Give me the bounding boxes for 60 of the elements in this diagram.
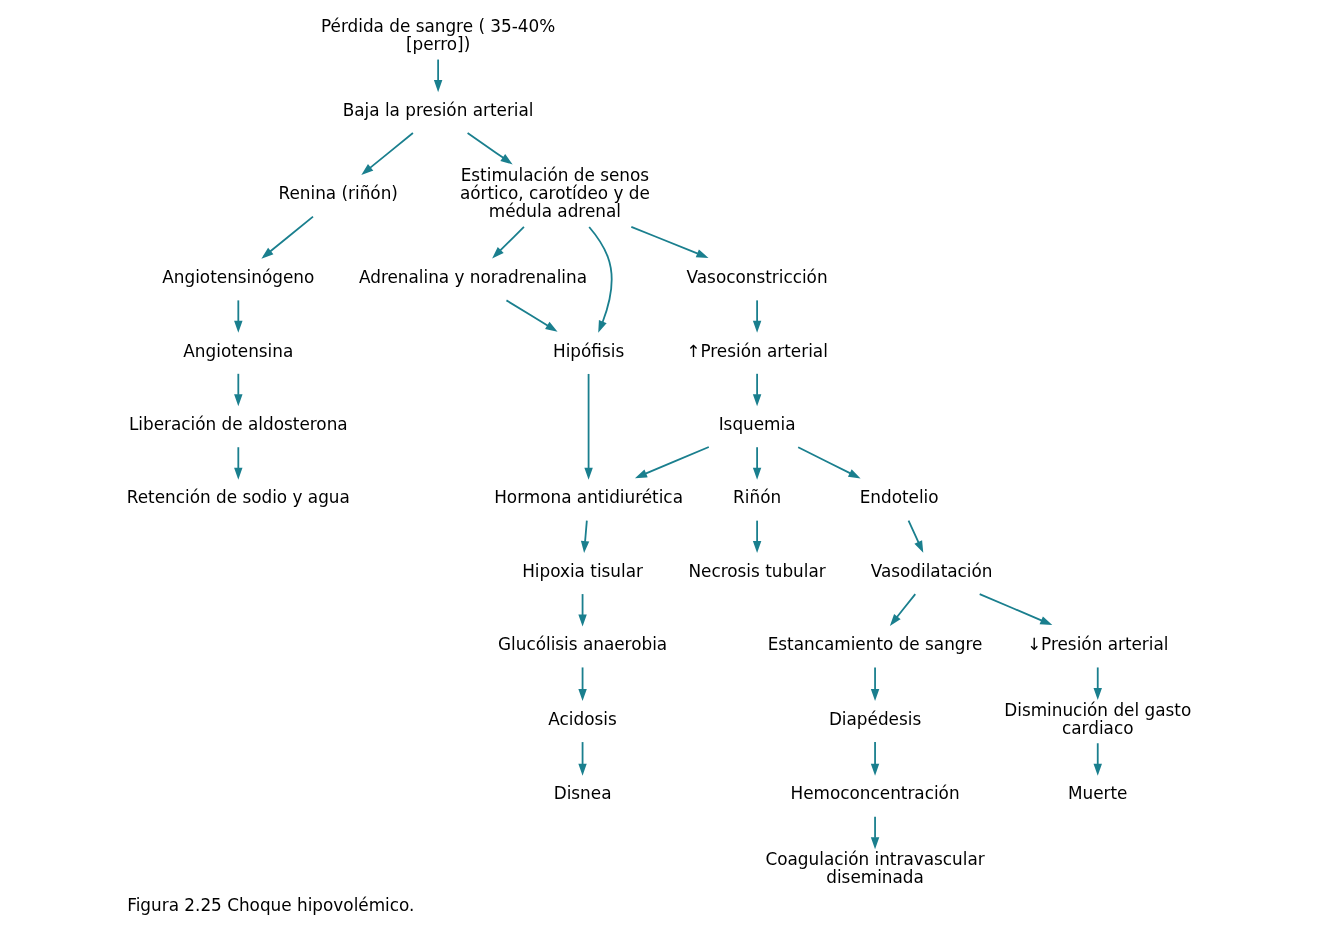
arrow (588, 225, 613, 333)
node-text: Pérdida de sangre ( 35-40% [perro]) (320, 15, 556, 54)
node-text: Disminución del gasto cardiaco (1004, 699, 1192, 738)
node-text: Angiotensina (183, 340, 294, 360)
node-text: Hormona antidiurética (494, 486, 683, 507)
arrow (234, 445, 243, 480)
node-text: Estimulación de senos aórtico, carotídeo y de médula adrenal (459, 164, 650, 221)
node-text: Glucólisis anaerobia (497, 633, 668, 654)
node-text: Vasoconstricción (686, 266, 828, 287)
arrow (234, 298, 243, 333)
node-text: Diapédesis (828, 708, 922, 729)
node-text: Liberación de aldosterona (128, 413, 348, 434)
node-text: Disnea (553, 782, 612, 803)
node-text: Adrenalina y noradrenalina (359, 266, 588, 287)
arrow (466, 131, 513, 164)
node-text: Isquemia (718, 413, 796, 434)
arrow (752, 519, 762, 553)
arrow (870, 740, 880, 776)
node-text: Retención de sodio y agua (126, 486, 350, 507)
arrow (578, 740, 587, 776)
arrow (1093, 741, 1102, 776)
arrow (505, 298, 558, 332)
node-text: Baja la presión arterial (342, 99, 534, 120)
arrow (907, 519, 924, 553)
node-text: Riñón (733, 486, 782, 507)
arrow (578, 666, 587, 701)
arrow (870, 815, 880, 849)
node-text: ↑Presión arterial (686, 340, 828, 360)
arrow (752, 445, 762, 480)
caption: Figura 2.25 Choque hipovolémico. (127, 894, 415, 915)
arrow (797, 445, 861, 478)
arrow (234, 372, 243, 406)
node-text: Hipófisis (552, 340, 625, 360)
arrow (578, 592, 587, 627)
node-text: Muerte (1068, 782, 1128, 803)
arrow (630, 225, 709, 258)
node-text: Hemoconcentración (790, 782, 960, 803)
node-text: Vasodilatación (870, 560, 993, 581)
node-text: Necrosis tubular (688, 560, 826, 581)
arrow (634, 445, 710, 478)
arrow (261, 215, 314, 259)
node-text: Estancamiento de sangre (767, 633, 983, 654)
arrow (584, 372, 593, 480)
node-text: Hipoxia tisular (522, 560, 643, 581)
node-text: Acidosis (548, 708, 617, 729)
node-text: Renina (riñón) (278, 182, 398, 203)
arrow (361, 131, 414, 175)
arrow (752, 372, 762, 406)
node-text: Endotelio (859, 486, 939, 507)
arrow (580, 519, 590, 553)
arrow (433, 58, 443, 92)
arrow (1093, 666, 1102, 700)
node-text: Coagulación intravascular diseminada (765, 848, 985, 887)
node-text: Angiotensinógeno (162, 266, 315, 287)
arrow (752, 298, 762, 333)
arrow (889, 592, 917, 626)
arrow (492, 225, 525, 258)
node-text: ↓Presión arterial (1026, 633, 1169, 654)
arrow (978, 592, 1053, 625)
arrow (870, 666, 880, 701)
